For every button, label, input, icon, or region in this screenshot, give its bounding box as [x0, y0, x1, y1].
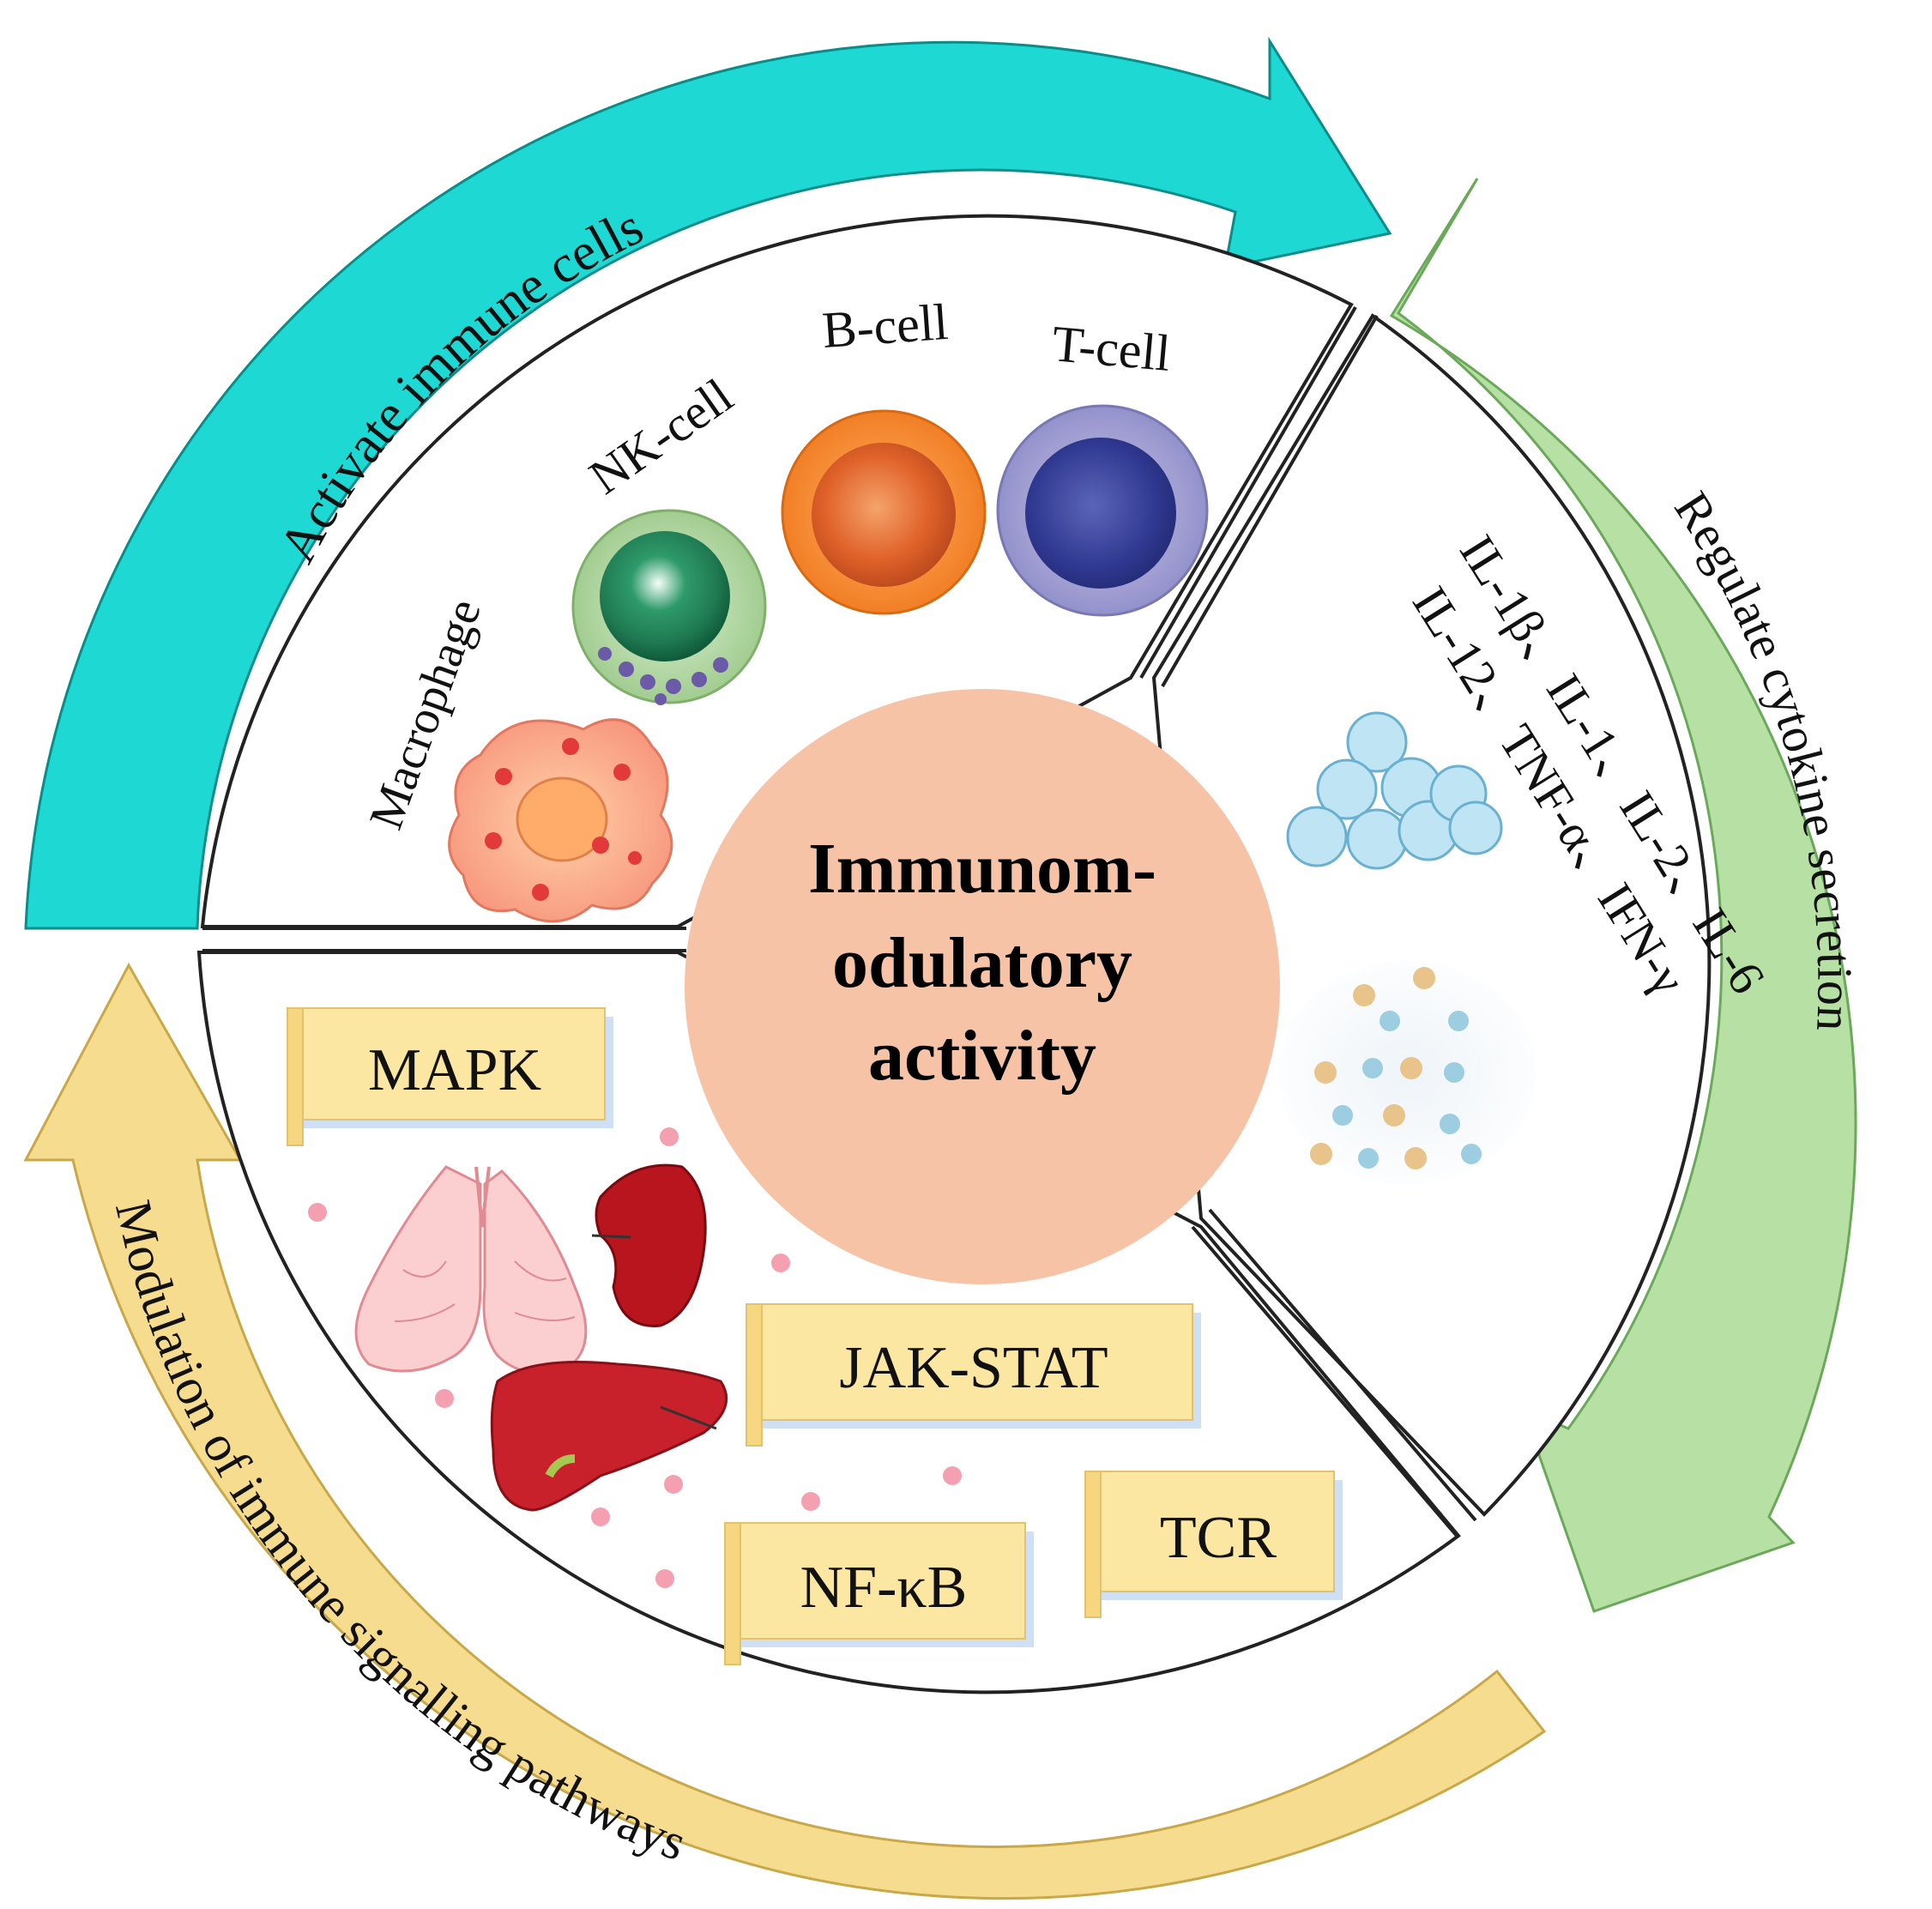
nk-cell-icon — [571, 509, 767, 705]
center-line-2: odulatory — [832, 923, 1132, 1003]
pink-dots — [308, 1127, 962, 1588]
jak-stat-label: JAK-STAT — [839, 1335, 1108, 1401]
mapk-label: MAPK — [368, 1037, 541, 1103]
cytokine-cluster-icon — [1286, 711, 1503, 870]
sector-cytokines — [1151, 313, 1712, 1517]
center-hub: Immunom- odulatory activity — [685, 689, 1280, 1284]
center-line-3: activity — [868, 1016, 1096, 1096]
divider — [1191, 1225, 1458, 1537]
liver-icon — [490, 1361, 728, 1512]
t-cell-icon — [996, 404, 1209, 617]
center-circle — [685, 689, 1280, 1284]
regulate-arrow-body — [1389, 178, 1857, 1613]
spleen-icon — [591, 1163, 707, 1327]
pathways-section: MAPK JAK-STAT NF-κB TCR — [287, 1007, 1343, 1665]
modulation-arrow-body — [23, 962, 1547, 1900]
lungs-icon — [354, 1165, 588, 1374]
macrophage-icon — [448, 718, 673, 923]
tcr-label: TCR — [1160, 1505, 1277, 1571]
divider — [1208, 1208, 1477, 1522]
b-cell-icon — [781, 409, 987, 615]
scroll-jak-stat: JAK-STAT — [746, 1303, 1201, 1447]
t-cell-label: T-cell — [1050, 315, 1173, 382]
scroll-tcr: TCR — [1084, 1471, 1343, 1618]
cytokine-dots-icon — [1278, 961, 1536, 1184]
nf-kb-label: NF-κB — [800, 1555, 968, 1621]
scroll-nf-kb: NF-κB — [724, 1522, 1034, 1665]
center-line-1: Immunom- — [808, 829, 1156, 909]
divider — [1161, 314, 1379, 688]
divider — [1139, 305, 1357, 680]
immune-cells: Macrophage NK-cell B-cell T-cell — [359, 293, 1209, 923]
scroll-mapk: MAPK — [287, 1007, 613, 1146]
activate-arrow-body — [24, 36, 1392, 930]
b-cell-label: B-cell — [820, 293, 950, 359]
